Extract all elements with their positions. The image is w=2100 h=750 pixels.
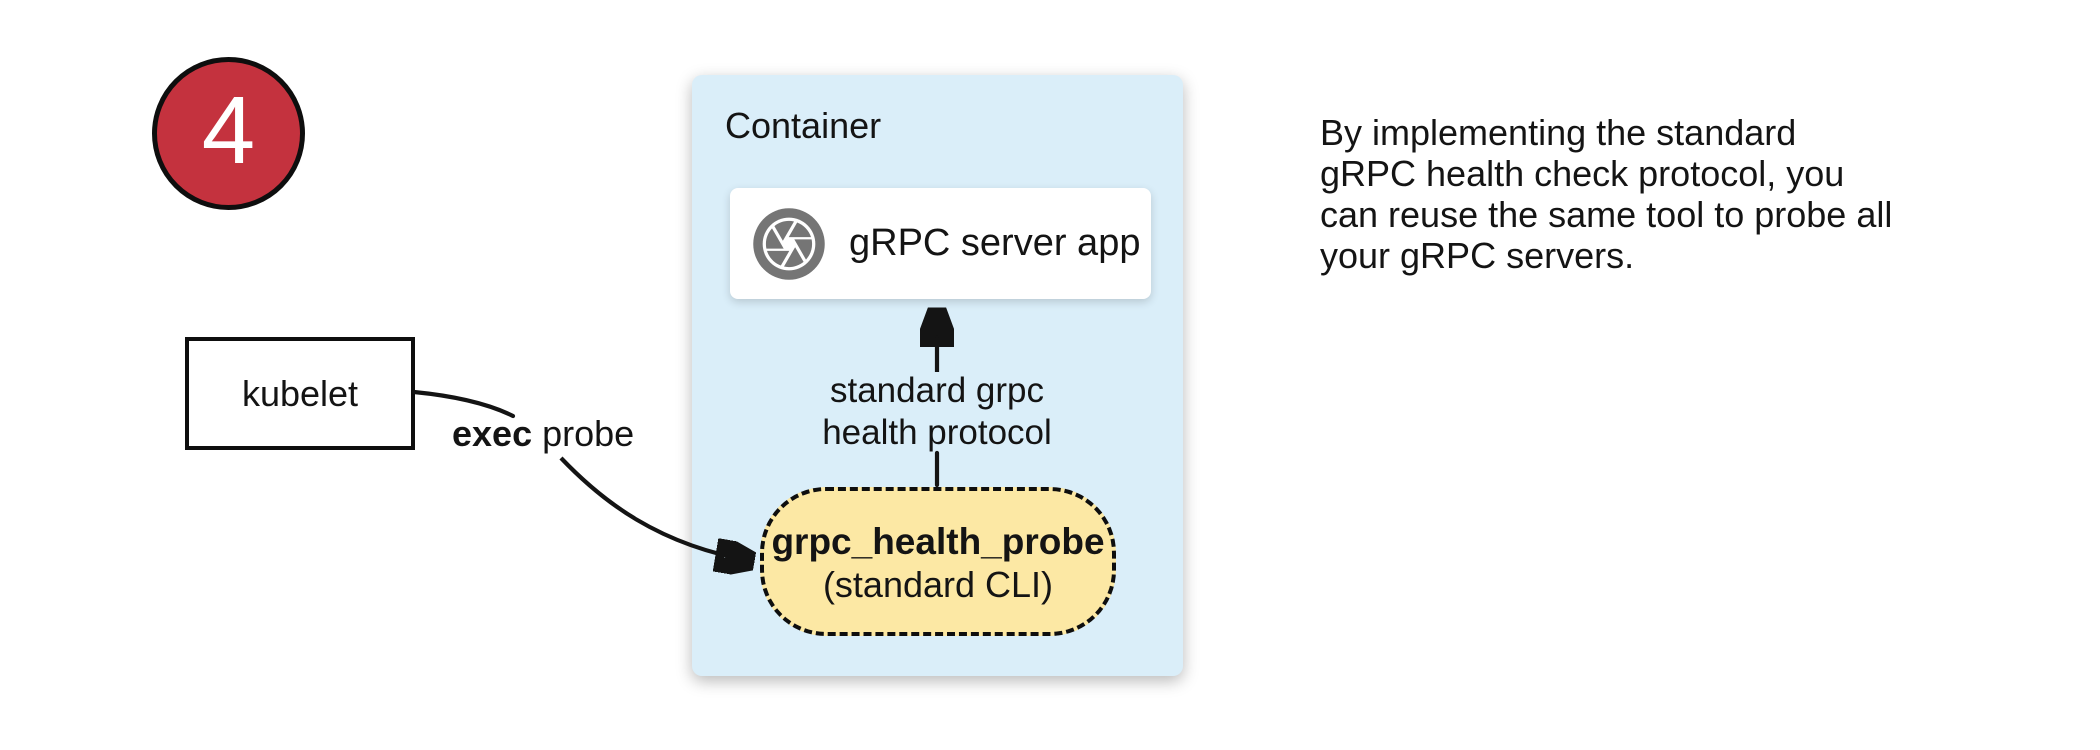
aperture-icon [750, 205, 828, 283]
exec-probe-label-rest: probe [542, 413, 635, 454]
grpc-server-node: gRPC server app [730, 188, 1151, 299]
kubelet-label: kubelet [241, 372, 359, 414]
side-note-line: your gRPC servers. [1320, 235, 1635, 276]
grpc-health-probe-node: grpc_health_probe (standard CLI) [760, 487, 1116, 636]
step-number: 4 [201, 76, 256, 184]
step-number-badge: 4 [152, 57, 305, 210]
kubelet-node: kubelet [185, 337, 415, 450]
container-title: Container [725, 105, 882, 146]
side-note-line: can reuse the same tool to probe all [1320, 194, 1893, 235]
protocol-label-line2: health protocol [822, 413, 1052, 452]
protocol-label: standard grpc health protocol [777, 370, 1097, 454]
probe-title: grpc_health_probe [771, 520, 1105, 562]
container-group: Container gRPC server app standard grpc … [692, 75, 1183, 676]
side-note-line: gRPC health check protocol, you [1320, 153, 1845, 194]
side-note: By implementing the standard gRPC health… [1320, 112, 1900, 276]
probe-subtitle: (standard CLI) [822, 563, 1054, 605]
grpc-server-label: gRPC server app [849, 222, 1141, 264]
side-note-line: By implementing the standard [1320, 112, 1797, 153]
protocol-label-line1: standard grpc [829, 371, 1045, 410]
exec-probe-label-bold: exec [452, 413, 533, 454]
